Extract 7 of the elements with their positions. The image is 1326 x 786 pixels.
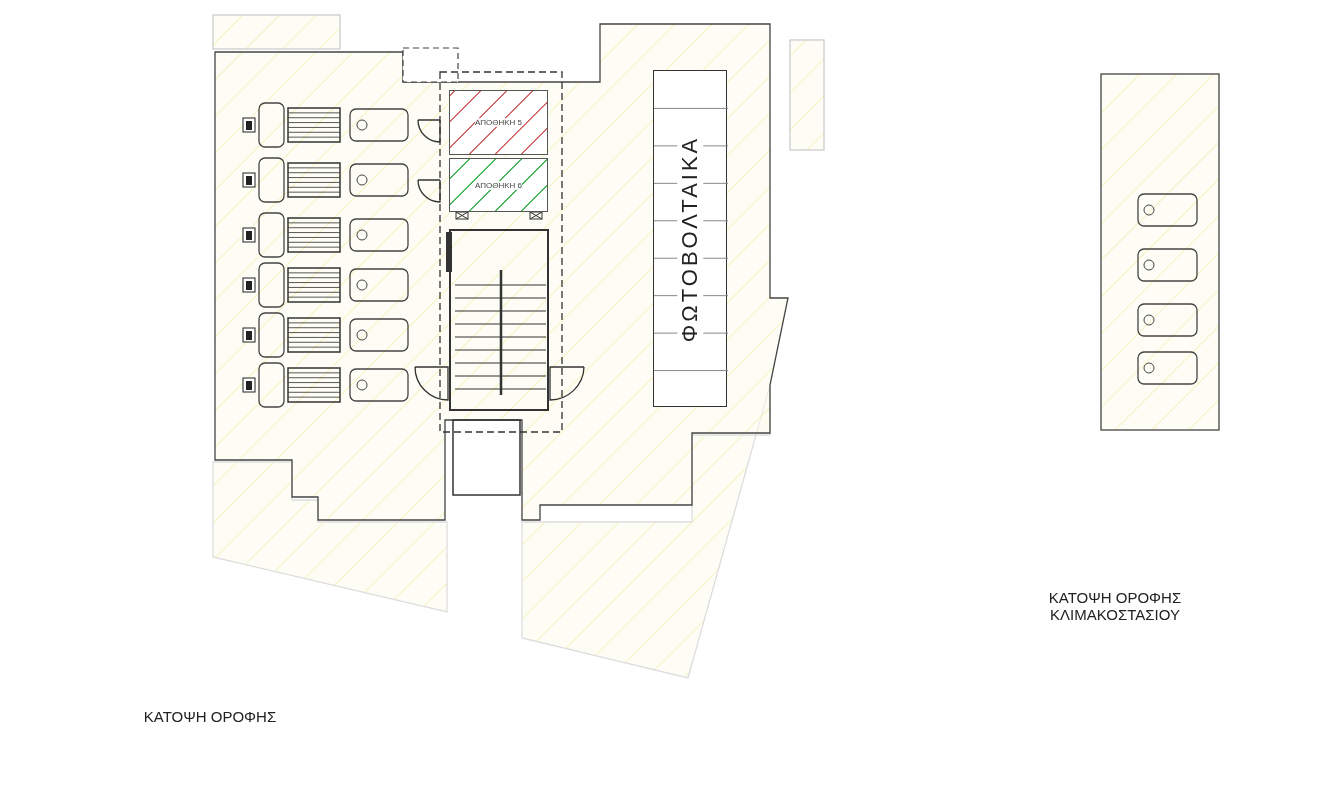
room-label: ΑΠΟΘΗΚΗ 5 [474,118,523,127]
storage-room [449,158,548,212]
solar-panel-array [653,70,727,407]
storage-room [449,90,548,155]
plan-title: ΚΑΤΟΨΗ ΟΡΟΦΗΣ ΚΛΙΜΑΚΟΣΤΑΣΙΟΥ [1047,589,1183,624]
room-label: ΑΠΟΘΗΚΗ 6 [474,180,523,190]
plan-title: ΚΑΤΟΨΗ ΟΡΟΦΗΣ [142,708,278,726]
